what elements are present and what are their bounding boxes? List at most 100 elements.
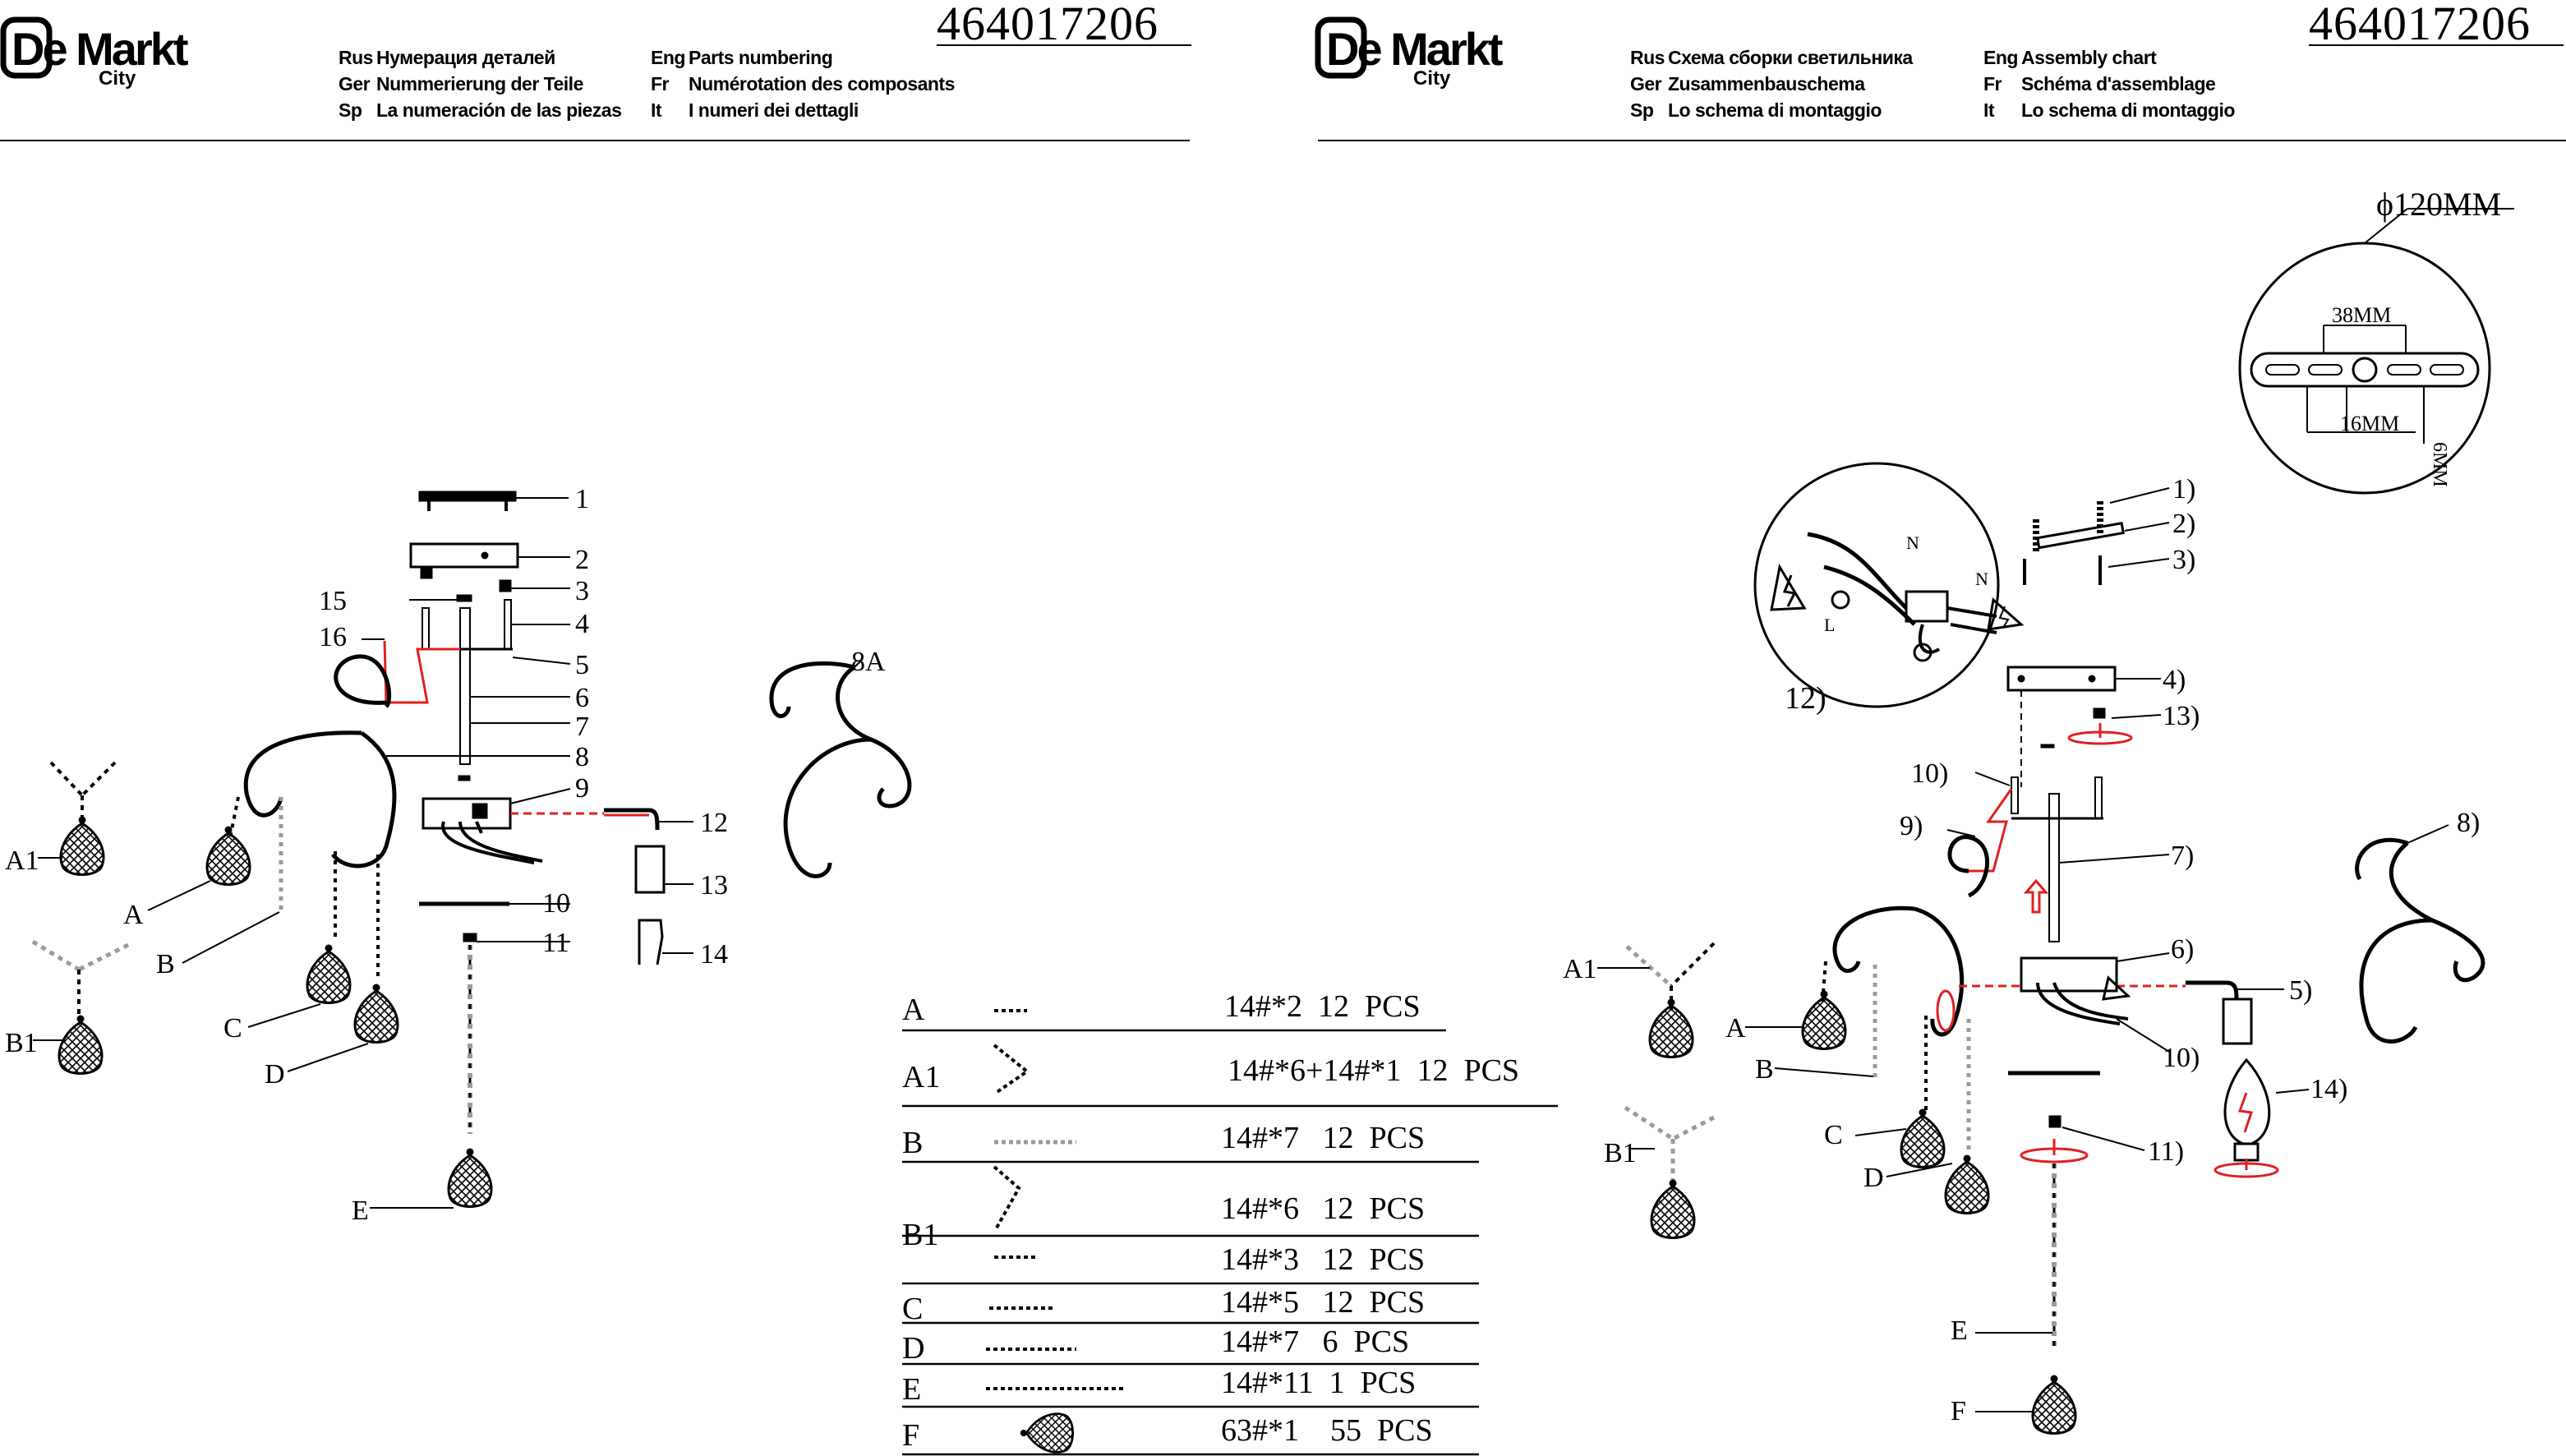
- label-5: 5): [2289, 975, 2312, 1006]
- part-8a-arm: [769, 661, 912, 878]
- part-14-candle-cover: [638, 919, 664, 965]
- label-6mm: 6MM: [2429, 442, 2450, 487]
- label-c: C: [1824, 1120, 1843, 1150]
- label-wire-n1: N: [1906, 532, 1919, 553]
- table-row: F: [902, 1418, 920, 1453]
- table-row: D: [902, 1331, 925, 1366]
- logo-badge-icon: [0, 16, 53, 79]
- logo-brand: De Markt: [12, 23, 189, 75]
- parts-table-icons: [986, 1009, 1126, 1454]
- part-12-socket-lead: [604, 808, 693, 831]
- label-15: 15: [319, 586, 347, 616]
- right-header-rule: [1318, 140, 2566, 141]
- part-13-socket: [634, 845, 666, 894]
- part-8-arm: [243, 730, 397, 869]
- label-e: E: [1951, 1315, 1968, 1346]
- label-6: 6: [575, 683, 589, 713]
- label-14: 14): [2310, 1074, 2347, 1104]
- label-11: 11): [2148, 1136, 2184, 1167]
- label-7: 7: [575, 712, 589, 742]
- logo-city: City: [99, 67, 136, 90]
- left-doc-number-underline: [937, 44, 1191, 46]
- label-e: E: [352, 1196, 369, 1226]
- label-4: 4): [2163, 665, 2186, 695]
- label-16mm: 16MM: [2340, 412, 2399, 435]
- table-row: 14#*6+14#*1 12 PCS: [1228, 1053, 1520, 1088]
- label-b1: B1: [1604, 1138, 1637, 1168]
- left-parts-diagram: [31, 491, 912, 1209]
- label-14: 14: [700, 939, 728, 970]
- wiring-detail: [1753, 462, 2025, 708]
- label-6: 6): [2171, 934, 2194, 965]
- table-row: 14#*11 1 PCS: [1221, 1366, 1417, 1400]
- label-d: D: [265, 1059, 285, 1090]
- table-row: 14#*5 12 PCS: [1221, 1285, 1426, 1320]
- label-5: 5: [575, 650, 589, 680]
- part-3-nut: [499, 579, 570, 592]
- label-13: 13: [700, 870, 728, 901]
- table-row: 63#*1 55 PCS: [1221, 1413, 1433, 1448]
- part-7-center-rod: [459, 607, 471, 765]
- label-wire-n2: N: [1975, 569, 1988, 589]
- label-10: 10: [542, 888, 570, 919]
- parts-table-lines: [902, 1029, 1558, 1456]
- label-a: A: [123, 900, 144, 930]
- part-2-canopy: [409, 542, 570, 579]
- label-8: 8): [2457, 808, 2480, 838]
- label-12: 12: [700, 808, 728, 838]
- bead-a1-icon: [993, 1044, 1030, 1094]
- label-9: 9): [1900, 811, 1923, 841]
- logo-city: City: [1413, 67, 1451, 90]
- label-2: 2): [2172, 509, 2195, 539]
- table-row: 14#*3 12 PCS: [1221, 1242, 1426, 1277]
- left-logo: De Markt City: [0, 8, 246, 89]
- label-9: 9: [575, 773, 589, 804]
- pendant-b1: [31, 939, 130, 1075]
- right-assembly-diagram: [1597, 208, 2514, 1435]
- left-doc-number: 464017206: [937, 0, 1159, 50]
- mounting-plate-detail: [2238, 208, 2514, 495]
- label-10-bottom: 10): [2163, 1043, 2200, 1073]
- label-13: 13): [2163, 701, 2200, 731]
- screws-and-bar: [2023, 487, 2170, 585]
- table-row: C: [902, 1292, 924, 1326]
- left-part-labels: 1 2 3 15 4 16 5 6 7 8 9 12 13 10 14 11 8…: [5, 484, 886, 1226]
- label-c: C: [223, 1013, 242, 1044]
- label-diameter: ϕ120MM: [2376, 186, 2501, 223]
- label-10-top: 10): [1911, 758, 1948, 789]
- label-b: B: [1755, 1054, 1774, 1085]
- left-header-rule: [0, 140, 1190, 141]
- right-doc-number-underline: [2309, 44, 2564, 46]
- label-2: 2: [575, 545, 589, 575]
- label-8: 8: [575, 742, 589, 772]
- logo-brand: De Markt: [1326, 23, 1504, 75]
- table-row: B1: [902, 1218, 939, 1252]
- part-1-ceiling-plate: [418, 491, 569, 511]
- label-a1: A1: [5, 845, 39, 876]
- label-f: F: [1951, 1396, 1966, 1426]
- pendant-a1: [38, 761, 117, 876]
- label-wire-l: L: [1824, 615, 1835, 635]
- label-38mm: 38MM: [2332, 303, 2391, 327]
- bead-b1-icon: [993, 1165, 1021, 1230]
- table-row: 14#*7 6 PCS: [1221, 1325, 1410, 1359]
- table-row: A1: [902, 1060, 941, 1094]
- right-doc-number: 464017206: [2309, 0, 2531, 50]
- right-part-labels: ϕ120MM 38MM 16MM 6MM 1) 2) 3) 12) 4) 13)…: [1563, 186, 2501, 1426]
- label-a1: A1: [1563, 954, 1597, 984]
- table-row: E: [902, 1372, 922, 1407]
- label-7: 7): [2171, 841, 2194, 871]
- right-logo: De Markt City: [1315, 8, 1561, 89]
- label-a: A: [1725, 1013, 1746, 1044]
- label-16: 16: [319, 622, 347, 652]
- label-b: B: [156, 949, 175, 979]
- table-row: B: [902, 1126, 924, 1160]
